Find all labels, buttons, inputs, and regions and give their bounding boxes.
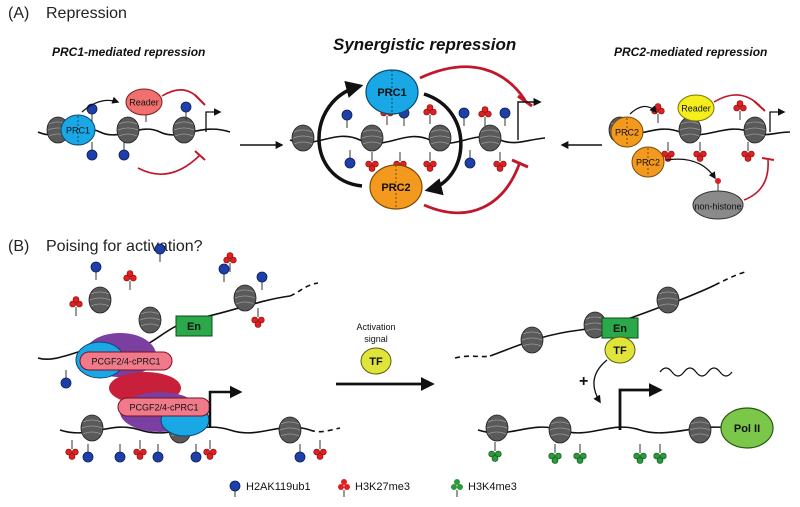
legend-label-h3k4me3: H3K4me3	[468, 481, 517, 493]
prc2-right-top-label: PRC2	[615, 127, 639, 137]
activation-signal-line1: Activation	[356, 322, 395, 332]
pol2	[720, 407, 774, 449]
panel-b-title: Poising for activation?	[46, 238, 203, 255]
activation-signal-line2: signal	[364, 334, 388, 344]
tf-bound	[604, 336, 636, 364]
plus-sign: +	[579, 373, 588, 390]
prc2-right-bottom-label: PRC2	[636, 157, 660, 167]
enhancer-right-label: En	[613, 323, 627, 335]
cprc1-top	[79, 351, 173, 371]
prc1-left-label: PRC1	[66, 125, 90, 135]
activation-signal: Activation signal TF	[336, 322, 435, 391]
enhancer-left	[175, 315, 213, 337]
legend-item-h3k4me3: H3K4me3	[451, 479, 517, 497]
synergistic-repression-title: Synergistic repression	[333, 35, 516, 54]
nonhistone-label: non-histone	[694, 201, 741, 211]
cprc1-bottom-label: PCGF2/4-cPRC1	[129, 402, 198, 412]
tf-bound-label: TF	[613, 345, 627, 357]
panel-b-label: (B)	[8, 238, 29, 255]
cprc1-top-label: PCGF2/4-cPRC1	[91, 356, 160, 366]
pol2-label: Pol II	[734, 423, 760, 435]
prc2-repression-title: PRC2-mediated repression	[614, 45, 767, 59]
prc1-center-label: PRC1	[377, 87, 406, 99]
tf-signal-label: TF	[369, 356, 383, 368]
prc1-mediated-diagram: PRC1 Reader	[37, 88, 231, 175]
prc2-center-label: PRC2	[381, 182, 410, 194]
legend-item-h3k27me3: H3K27me3	[338, 479, 410, 497]
panel-a-title: Repression	[46, 5, 127, 22]
tf-signal	[360, 347, 392, 375]
reader-right	[677, 94, 715, 122]
enhancer-left-label: En	[187, 321, 201, 333]
reader-left	[125, 88, 163, 116]
legend-item-h2ak119ub1: H2AK119ub1	[229, 480, 311, 497]
prc2-mediated-diagram: PRC2 PRC2 Reader non-histone	[608, 94, 791, 220]
legend-label-h2ak119ub1: H2AK119ub1	[246, 481, 311, 493]
poised-locus: En PCGF2/4-cPRC1 PCGF2/4-cPRC1	[37, 243, 341, 463]
panel-a-label: (A)	[8, 5, 29, 22]
legend-label-h3k27me3: H3K27me3	[355, 481, 410, 493]
legend: H2AK119ub1 H3K27me3 H3K4me3	[229, 479, 517, 497]
prc1-repression-title: PRC1-mediated repression	[52, 45, 205, 59]
reader-left-label: Reader	[129, 97, 159, 107]
synergistic-diagram: PRC1 PRC2	[289, 65, 546, 215]
reader-right-label: Reader	[681, 103, 711, 113]
active-locus: En TF + Pol II	[454, 271, 774, 464]
